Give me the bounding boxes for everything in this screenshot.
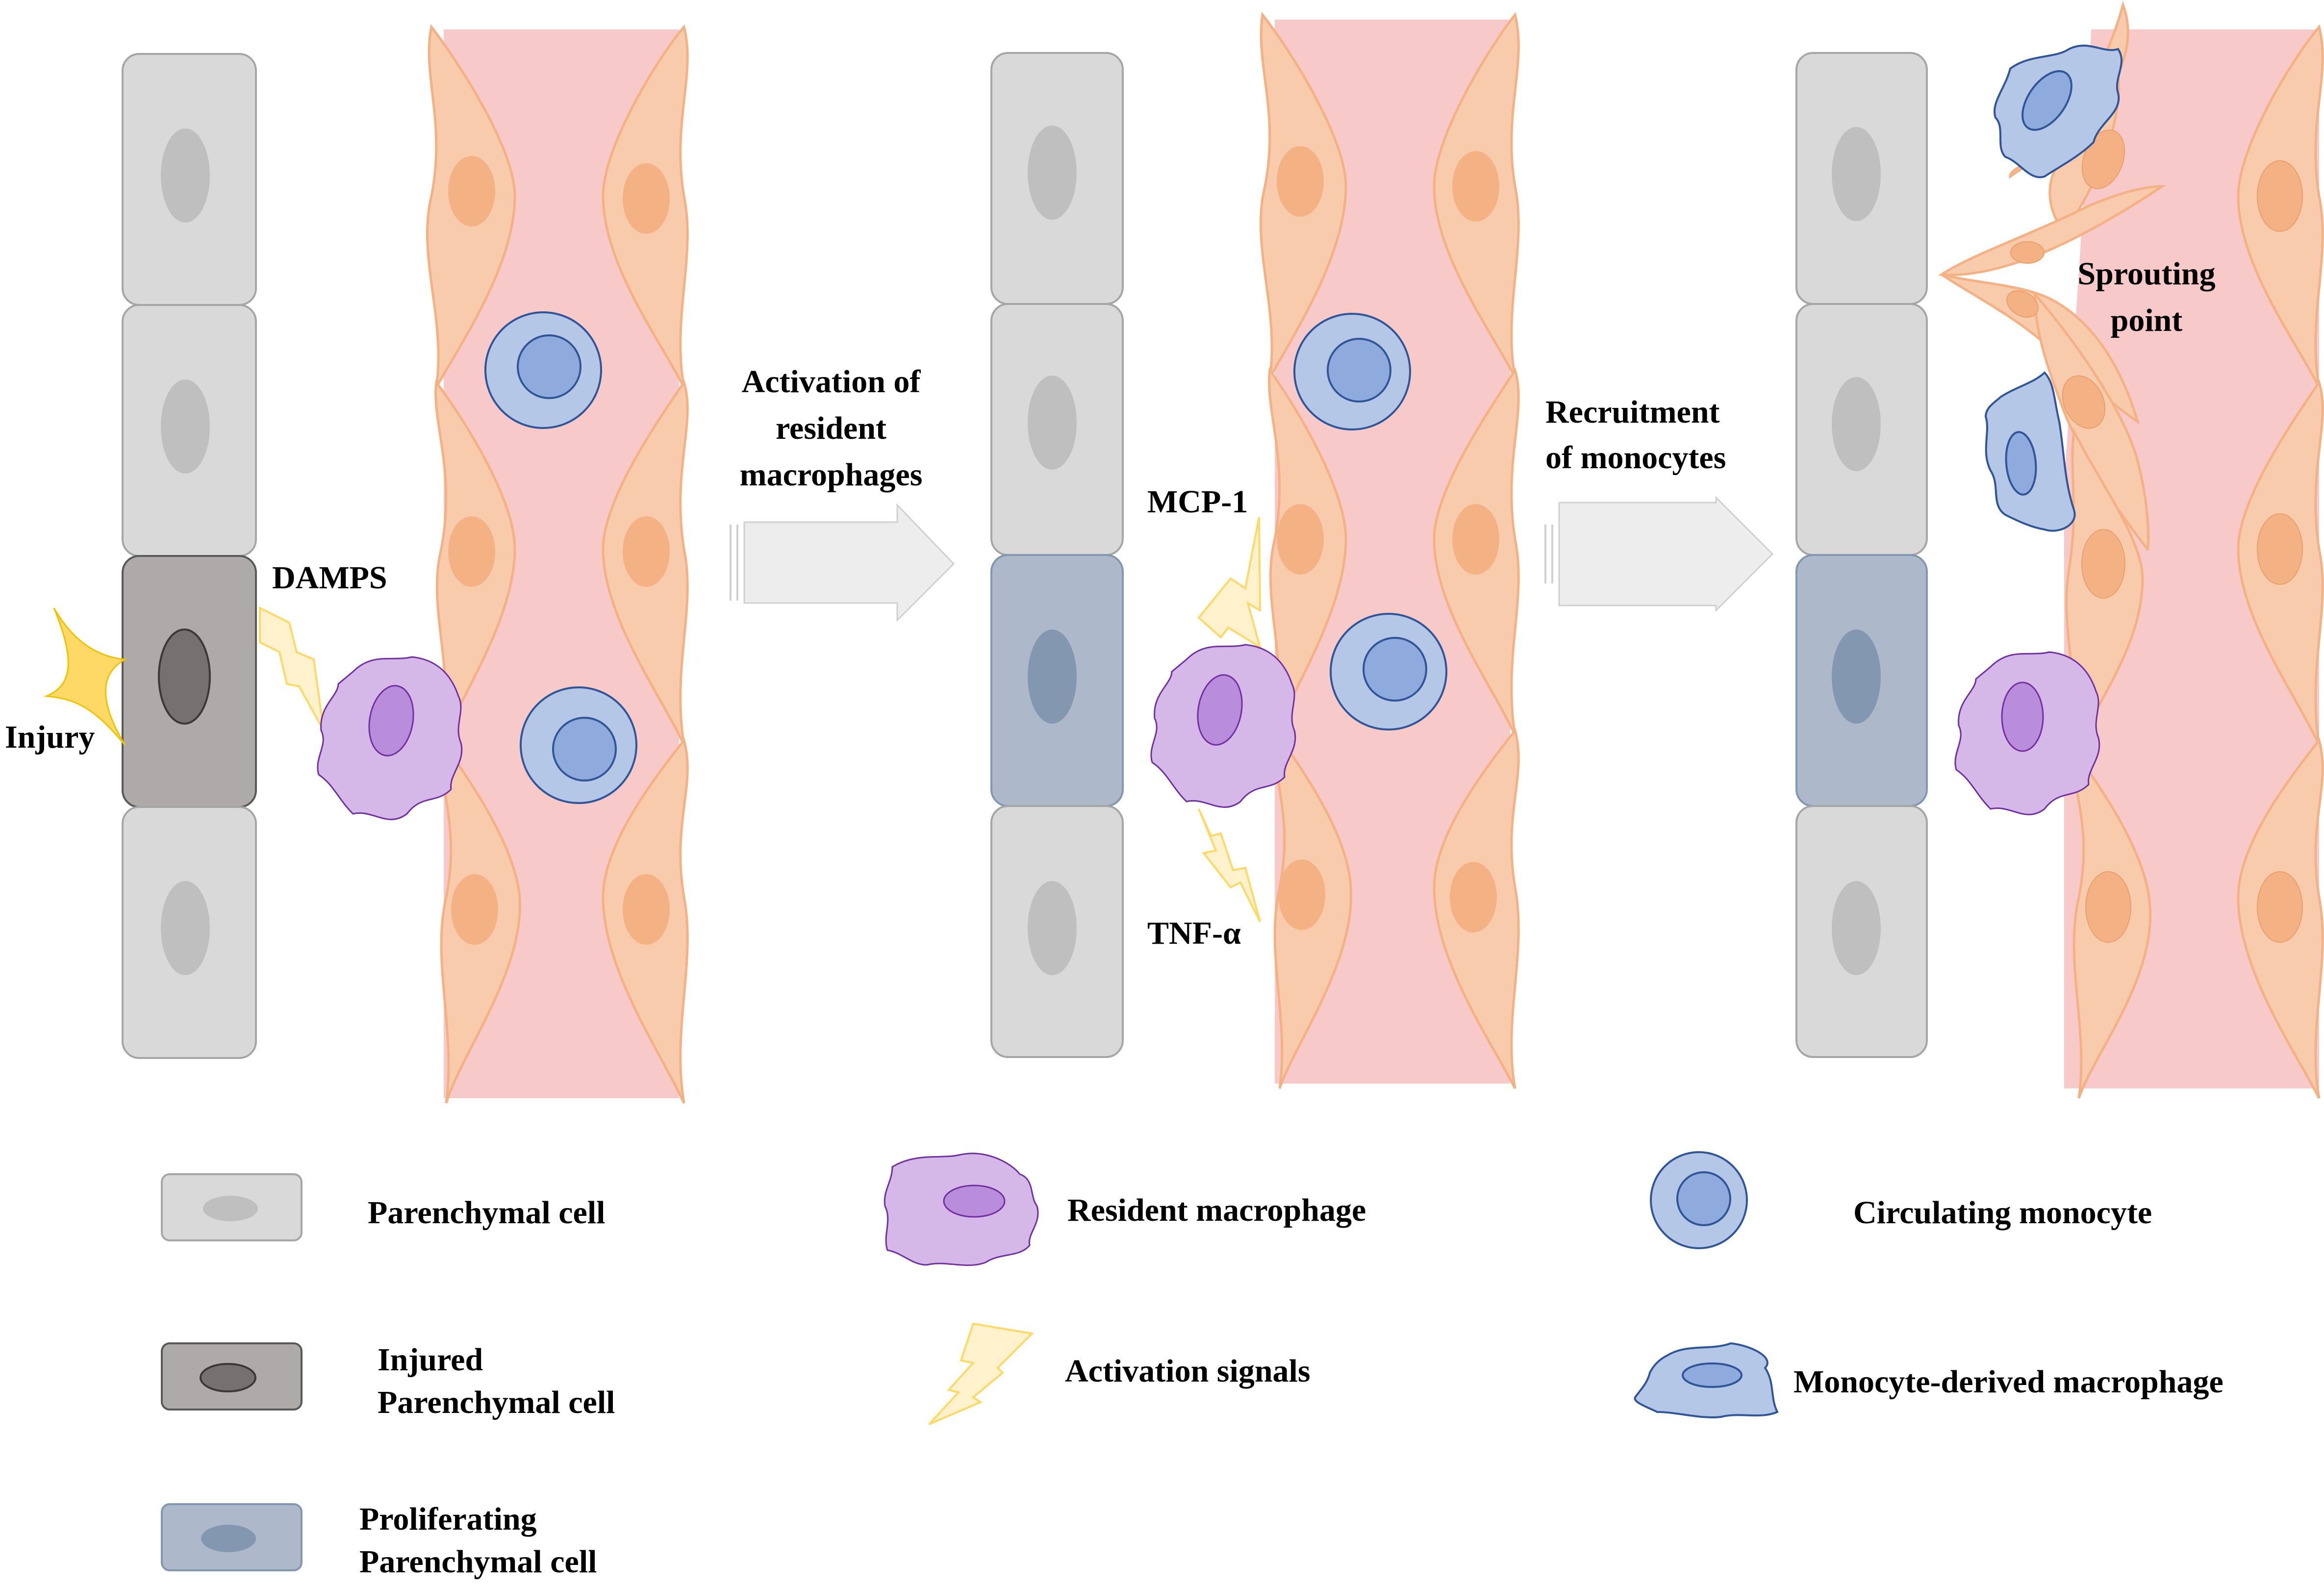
circulating-monocyte	[1293, 313, 1411, 430]
parenchymal-nucleus	[1832, 127, 1881, 221]
endothelial-nucleus	[1277, 504, 1324, 575]
legend-proliferating-label-line1: Proliferating	[359, 1501, 537, 1537]
legend-resident-macrophage-label: Resident macrophage	[1067, 1192, 1366, 1228]
arrow-activation: Activation of resident macrophages	[730, 364, 955, 622]
sprouting-label-line1: Sprouting	[2077, 256, 2215, 292]
injured-nucleus	[158, 629, 211, 725]
tnf-label: TNF-α	[1147, 915, 1241, 951]
endothelial-nucleus	[1452, 504, 1499, 575]
legend-item-activation-signals: Activation signals	[928, 1322, 1311, 1425]
endothelial-nucleus	[623, 874, 670, 945]
parenchymal-nucleus	[1832, 881, 1881, 975]
parenchymal-nucleus	[161, 128, 210, 223]
legend-parenchymal-label: Parenchymal cell	[368, 1195, 606, 1231]
injury-label: Injury	[5, 719, 95, 755]
parenchymal-column	[1795, 52, 1928, 1058]
legend-activation-signal-icon	[928, 1322, 1035, 1425]
legend-item-resident-macrophage: Resident macrophage	[884, 1153, 1366, 1266]
parenchymal-nucleus	[1028, 881, 1077, 975]
resident-macrophage	[1150, 644, 1296, 808]
injury-star-icon	[44, 607, 127, 746]
legend-monocyte-derived-label: Monocyte-derived macrophage	[1794, 1364, 2223, 1400]
legend-item-circulating-monocyte: Circulating monocyte	[1650, 1151, 2152, 1249]
mcp1-signal-icon	[1197, 517, 1262, 650]
arrow-recruitment: Recruitment of monocytes	[1544, 394, 1774, 612]
proliferating-nucleus	[1028, 630, 1077, 724]
legend-item-parenchymal: Parenchymal cell	[161, 1173, 606, 1241]
damps-signal-icon	[259, 606, 325, 731]
endothelial-nucleus	[1450, 862, 1497, 932]
panel-3: Sprouting point	[1795, 0, 2324, 1099]
endothelial-nucleus	[1277, 146, 1324, 217]
tnf-signal-icon	[1198, 808, 1261, 922]
endothelial-nucleus	[448, 156, 495, 227]
legend-item-monocyte-derived: Monocyte-derived macrophage	[1634, 1342, 2223, 1418]
resident-macrophage	[1954, 651, 2100, 815]
parenchymal-column	[122, 53, 257, 1059]
parenchymal-nucleus	[1028, 126, 1077, 220]
arrow-recruitment-label-line2: of monocytes	[1545, 440, 1726, 476]
arrow-activation-label-line1: Activation of	[742, 364, 921, 400]
endothelial-nucleus	[623, 516, 670, 587]
endothelial-nucleus	[2081, 529, 2125, 599]
parenchymal-nucleus	[1028, 376, 1077, 470]
damps-label: DAMPS	[272, 560, 387, 596]
legend-item-injured: Injured Parenchymal cell	[161, 1342, 615, 1420]
legend: Parenchymal cell Injured Parenchymal cel…	[161, 1151, 2223, 1580]
endothelial-nucleus	[623, 163, 670, 234]
blood-vessel	[1259, 11, 1520, 1089]
legend-circulating-monocyte-label: Circulating monocyte	[1853, 1195, 2152, 1231]
endothelial-nucleus	[2257, 513, 2303, 585]
circulating-monocyte	[484, 311, 602, 429]
parenchymal-nucleus	[161, 379, 210, 474]
parenchymal-column	[990, 52, 1124, 1058]
panel-2: MCP-1 TNF-α	[990, 11, 1520, 1089]
endothelial-nucleus	[2257, 871, 2303, 943]
blood-vessel	[426, 24, 689, 1104]
endothelial-nucleus	[1278, 859, 1325, 930]
legend-item-proliferating: Proliferating Parenchymal cell	[161, 1501, 597, 1580]
endothelial-nucleus	[2006, 290, 2039, 318]
sprouting-label-line2: point	[2111, 302, 2183, 338]
resident-macrophage	[317, 656, 463, 820]
sprouting-endothelial-cell	[1938, 185, 2167, 277]
parenchymal-nucleus	[1832, 377, 1881, 471]
panel-1: Injury DAMPS	[5, 24, 689, 1104]
endothelial-nucleus	[2081, 129, 2125, 189]
endothelial-nucleus	[1452, 151, 1499, 222]
arrow-activation-label-line3: macrophages	[740, 457, 923, 493]
endothelial-nucleus	[2085, 871, 2131, 943]
monocyte-derived-macrophage	[1984, 371, 2076, 532]
circulating-monocyte	[520, 686, 637, 804]
mcp1-label: MCP-1	[1147, 484, 1248, 520]
circulating-monocyte	[1330, 613, 1447, 731]
monocyte-derived-macrophage	[1994, 44, 2123, 178]
endothelial-nucleus	[2062, 375, 2106, 429]
arrow-recruitment-label-line1: Recruitment	[1545, 394, 1720, 430]
endothelial-nucleus	[2010, 241, 2045, 264]
legend-proliferating-label-line2: Parenchymal cell	[359, 1544, 597, 1580]
legend-activation-signals-label: Activation signals	[1065, 1353, 1311, 1389]
legend-injured-label-line1: Injured	[378, 1342, 483, 1378]
proliferating-nucleus	[1832, 630, 1881, 724]
endothelial-nucleus	[451, 874, 498, 945]
arrow-activation-label-line2: resident	[776, 410, 886, 446]
endothelial-nucleus	[2257, 160, 2303, 232]
parenchymal-nucleus	[161, 881, 210, 975]
legend-injured-label-line2: Parenchymal cell	[378, 1385, 615, 1420]
endothelial-nucleus	[448, 516, 495, 587]
blood-vessel: Sprouting point	[1938, 0, 2324, 1099]
